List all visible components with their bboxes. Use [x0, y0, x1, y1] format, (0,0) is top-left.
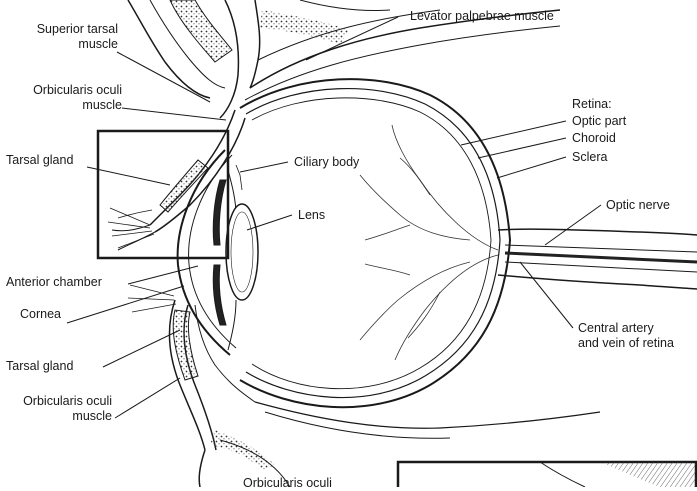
label-anterior-chamber: Anterior chamber [6, 275, 102, 290]
eyeball [240, 79, 510, 407]
upper-fat-dotted [260, 10, 350, 44]
label-line: muscle [6, 409, 112, 424]
label-choroid: Choroid [572, 131, 616, 146]
label-line: Orbicularis oculi [6, 83, 122, 98]
eyelashes [108, 208, 176, 312]
lower-tarsal-dotted [173, 310, 198, 380]
label-orbicularis-oculi-bottom: Orbicularis oculi [243, 476, 332, 491]
label-optic-nerve: Optic nerve [606, 198, 670, 213]
label-levator-palpebrae: Levator palpebrae muscle [410, 9, 554, 24]
label-line: muscle [6, 98, 122, 113]
label-tarsal-gland-lower: Tarsal gland [6, 359, 73, 374]
label-central-artery: Central artery and vein of retina [578, 321, 674, 351]
label-line: muscle [6, 37, 118, 52]
upper-tarsal-dotted [170, 0, 232, 62]
label-lens: Lens [298, 208, 325, 223]
label-retina: Retina: [572, 97, 612, 112]
label-ciliary-body: Ciliary body [294, 155, 359, 170]
label-tarsal-gland-upper: Tarsal gland [6, 153, 73, 168]
label-superior-tarsal-muscle: Superior tarsal muscle [6, 22, 118, 52]
label-line: Orbicularis oculi [6, 394, 112, 409]
label-orbicularis-oculi-lower: Orbicularis oculi muscle [6, 394, 112, 424]
inset-frame-upper [98, 131, 228, 258]
lower-fat-dotted [210, 430, 275, 470]
label-line: Superior tarsal [6, 22, 118, 37]
label-cornea: Cornea [20, 307, 61, 322]
leader-lines [67, 17, 601, 418]
label-optic-part: Optic part [572, 114, 626, 129]
label-orbicularis-oculi-upper: Orbicularis oculi muscle [6, 83, 122, 113]
lower-orbit [199, 402, 600, 487]
label-line: Central artery [578, 321, 674, 336]
optic-nerve-shape [498, 229, 697, 289]
label-line: and vein of retina [578, 336, 674, 351]
label-sclera: Sclera [572, 150, 607, 165]
